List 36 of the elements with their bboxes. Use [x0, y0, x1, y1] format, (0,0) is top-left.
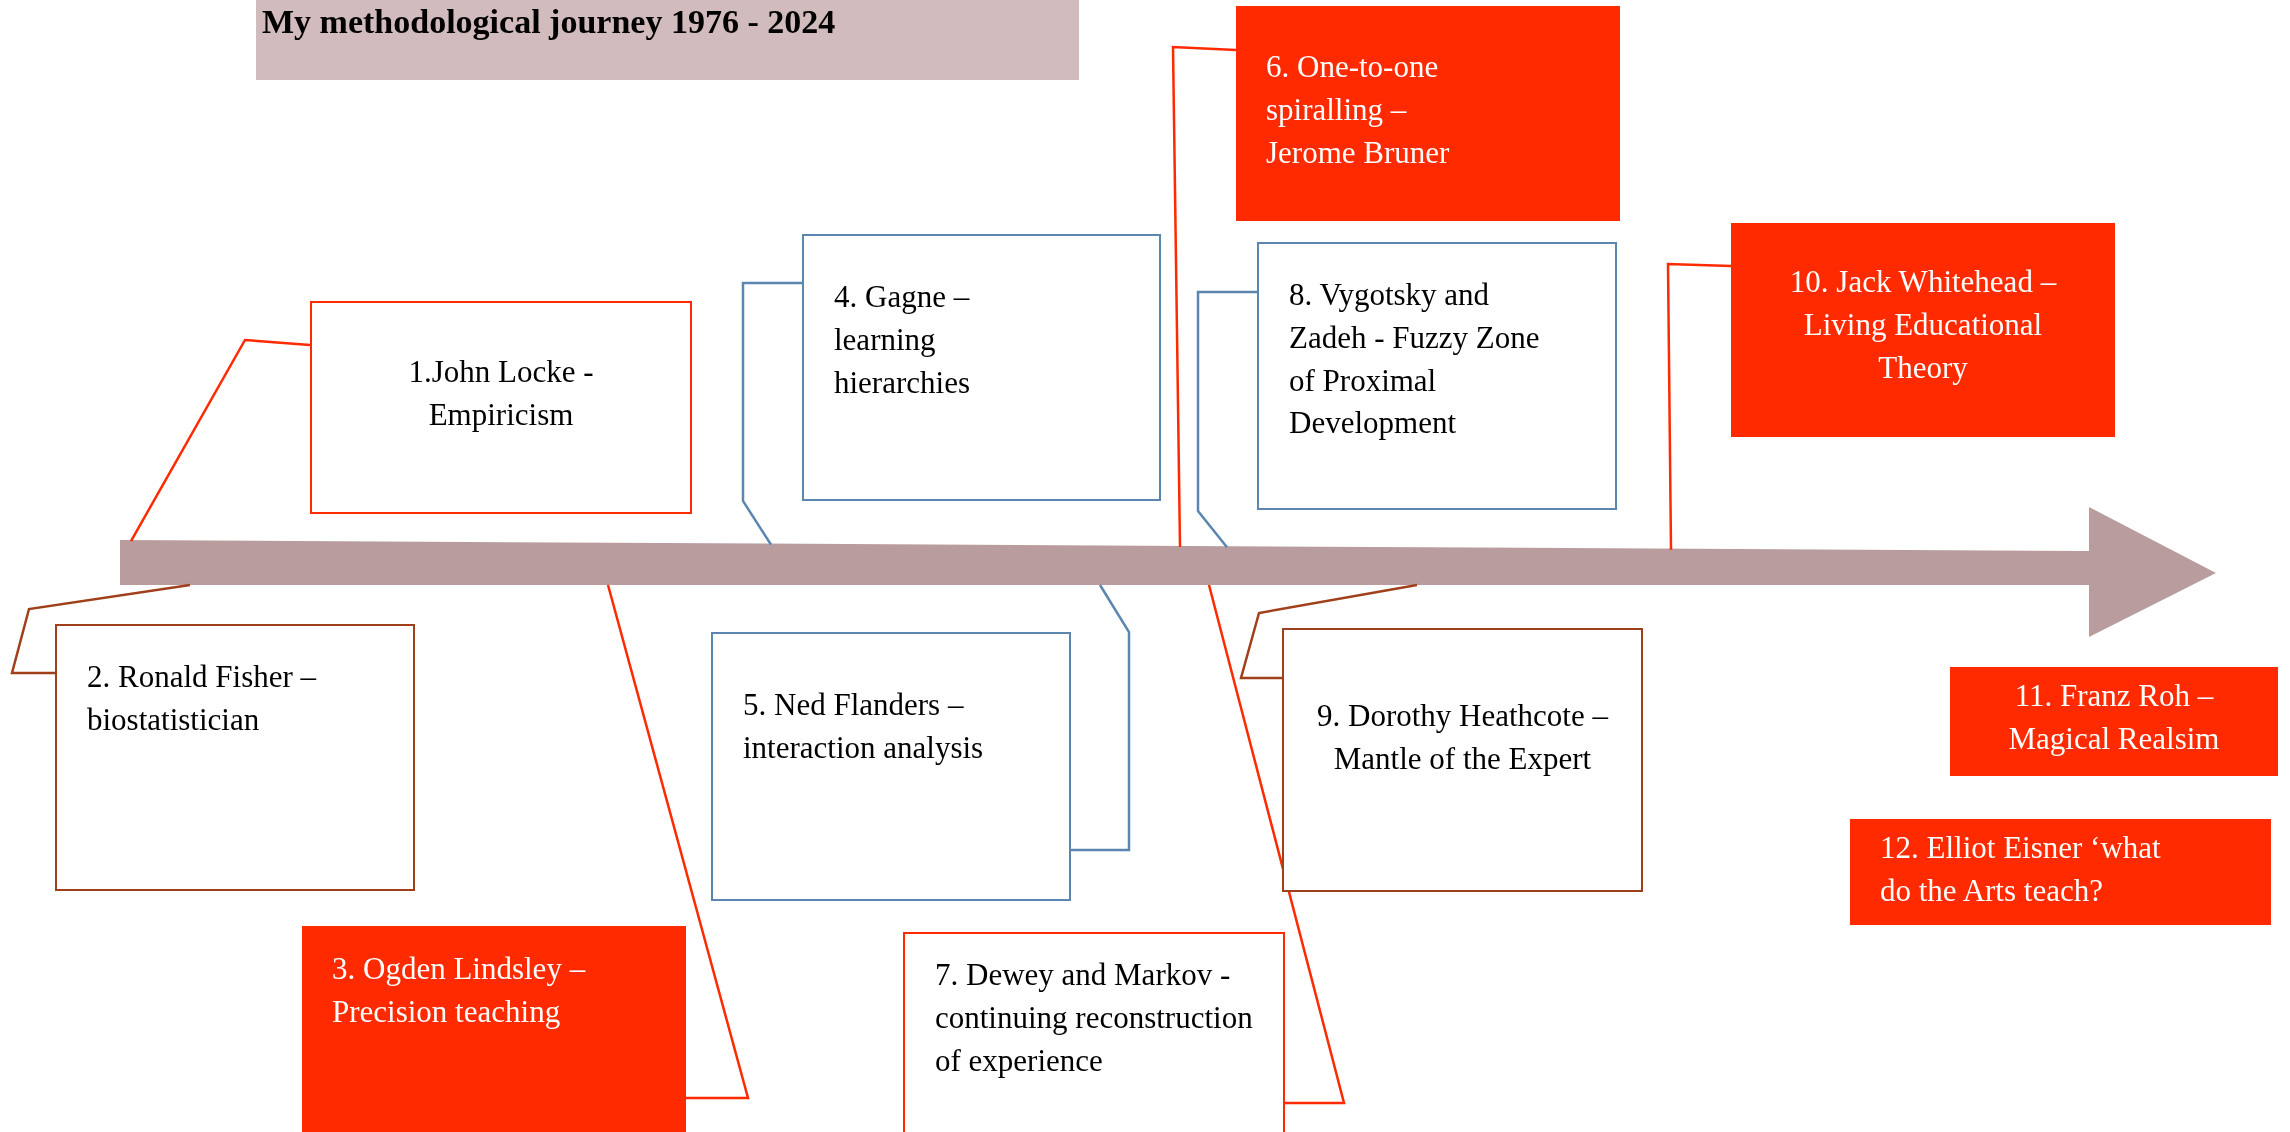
title-text: My methodological journey 1976 - 2024	[262, 3, 836, 40]
callout-text: 8. Vygotsky and Zadeh - Fuzzy Zone of Proximal Development	[1289, 276, 1541, 443]
callout-text: 5. Ned Flanders – interaction analysis	[743, 686, 985, 767]
callout-text: 2. Ronald Fisher – biostatistician	[87, 658, 318, 739]
leader-line	[1071, 584, 1131, 852]
callout-text: 3. Ogden Lindsley – Precision teaching	[332, 950, 587, 1031]
callout-text: 12. Elliot Eisner ‘what do the Arts teach?	[1880, 829, 2162, 910]
callout-text: 7. Dewey and Markov - continuing reconstruction of experience	[935, 956, 1253, 1080]
leader-line	[10, 583, 191, 675]
leader-line	[129, 338, 311, 542]
callout-text: 4. Gagne – learning hierarchies	[834, 278, 971, 402]
callout-card	[302, 926, 686, 1132]
callout-text: 10. Jack Whitehead – Living Educational Theory	[1788, 263, 2058, 387]
callout-card	[310, 301, 692, 514]
callout-card	[1257, 242, 1617, 510]
callout-card	[1950, 667, 2278, 776]
callout-text: 9. Dorothy Heathcote – Mantle of the Expert	[1316, 697, 1610, 778]
callout-card	[1850, 819, 2271, 925]
leader-line	[606, 584, 750, 1100]
callout-text: 6. One-to-one spiralling – Jerome Bruner	[1266, 48, 1451, 172]
callout-text: 1.John Locke - Empiricism	[407, 353, 595, 434]
leader-line	[1171, 45, 1237, 547]
leader-line	[1239, 583, 1418, 680]
leader-line	[1207, 584, 1346, 1105]
leader-line	[1196, 290, 1257, 548]
callout-card	[1282, 628, 1643, 892]
callout-card	[1236, 6, 1620, 221]
timeline-arrow	[120, 507, 2216, 637]
callout-card	[903, 932, 1285, 1132]
callout-card	[802, 234, 1161, 501]
callout-text: 11. Franz Roh – Magical Realsim	[2007, 677, 2221, 758]
callout-card	[55, 624, 415, 891]
leader-line	[741, 281, 802, 546]
callout-card	[711, 632, 1071, 901]
leader-line	[1666, 262, 1732, 550]
callout-card	[1731, 223, 2115, 437]
